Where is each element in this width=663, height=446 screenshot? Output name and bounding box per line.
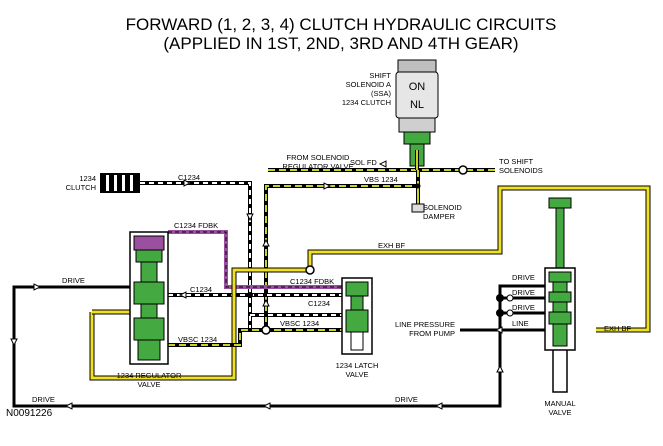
vbs-1234-label: VBS 1234 (364, 175, 398, 184)
line-pressure-label-line2: FROM PUMP (409, 329, 455, 338)
drive-2-label: DRIVE (512, 288, 535, 297)
line-label: LINE (512, 319, 529, 328)
exh-bf-top-label: EXH BF (378, 241, 406, 250)
manual-valve-label-line1: MANUAL (544, 399, 575, 408)
solenoid-state-on: ON (409, 81, 426, 93)
c1234-top-label: C1234 (178, 173, 200, 182)
solenoid-name-line2: SOLENOID A (346, 80, 391, 89)
c1234-fdbk-mid-label: C1234 FDBK (290, 277, 334, 286)
clutch-label-line2: CLUTCH (66, 183, 96, 192)
to-shift-label-line1: TO SHIFT (499, 157, 533, 166)
c1234-fdbk-circuit (168, 230, 352, 289)
flow-arrow (496, 364, 504, 373)
flow-arrows (10, 160, 504, 410)
shift-solenoid-a: ON NL (395, 59, 439, 167)
latch-valve (341, 277, 373, 355)
sol-fd-label: SOL FD (350, 158, 377, 167)
drive-1-label: DRIVE (512, 273, 535, 282)
manual-valve-label-line2: VALVE (548, 408, 571, 417)
exh-bf-right-label: EXH BF (604, 324, 632, 333)
solenoid-name-line4: 1234 CLUTCH (342, 98, 391, 107)
manual-valve (544, 197, 576, 393)
vbsc-1234-circuit (168, 325, 342, 347)
drive-circuit (12, 284, 545, 408)
flow-arrow (64, 402, 73, 410)
latch-valve-label-line2: VALVE (345, 370, 368, 379)
latch-valve-label-line1: 1234 LATCH (336, 361, 379, 370)
flow-arrow (323, 182, 332, 190)
to-shift-label-line2: SOLENOIDS (499, 166, 543, 175)
c1234-fdbk-left-label: C1234 FDBK (174, 221, 218, 230)
flow-arrow (33, 283, 42, 291)
flow-arrow (262, 298, 270, 307)
regulator-valve-label-line2: VALVE (137, 380, 160, 389)
flow-arrow (246, 213, 254, 222)
flow-arrow (262, 238, 270, 247)
sol-fd-circuit (268, 150, 495, 175)
clutch-1234 (100, 173, 140, 193)
vbsc-1234-left-label: VBSC 1234 (178, 335, 217, 344)
solenoid-damper-label-line1: SOLENOID (423, 203, 462, 212)
line-pressure-label-line1: LINE PRESSURE (395, 320, 455, 329)
clutch-label-line1: 1234 (79, 174, 96, 183)
exh-bf-circuit (89, 185, 651, 381)
flow-arrow (378, 160, 387, 168)
flow-arrow (434, 402, 443, 410)
flow-arrow (10, 338, 18, 347)
vbsc-1234-right-label: VBSC 1234 (280, 319, 319, 328)
drive-left-label: DRIVE (62, 276, 85, 285)
c1234-latch-label: C1234 (308, 299, 330, 308)
drive-3-label: DRIVE (512, 303, 535, 312)
from-solenoid-label-line2: REGULATOR VALVE (282, 162, 353, 171)
regulator-valve (129, 231, 169, 365)
flow-arrow (494, 326, 503, 334)
solenoid-name-line1: SHIFT (369, 71, 391, 80)
diagram-title-line2: (APPLIED IN 1ST, 2ND, 3RD AND 4TH GEAR) (163, 34, 518, 53)
regulator-valve-label-line1: 1234 REGULATOR (117, 371, 182, 380)
diagram-title-line1: FORWARD (1, 2, 3, 4) CLUTCH HYDRAULIC CI… (126, 15, 557, 34)
vbs-1234-circuit (264, 170, 425, 330)
flow-arrow (178, 291, 187, 299)
solenoid-name-line3: (SSA) (371, 89, 392, 98)
drive-bottom-mid-label: DRIVE (395, 395, 418, 404)
from-solenoid-label-line1: FROM SOLENOID (287, 153, 351, 162)
c1234-mid-label: C1234 (190, 285, 212, 294)
flow-arrow (262, 402, 271, 410)
drive-bottom-left-label: DRIVE (32, 395, 55, 404)
solenoid-state-nl: NL (410, 99, 424, 111)
solenoid-damper-label-line2: DAMPER (423, 212, 456, 221)
figure-id: N0091226 (6, 408, 53, 419)
flow-arrow (183, 179, 192, 187)
